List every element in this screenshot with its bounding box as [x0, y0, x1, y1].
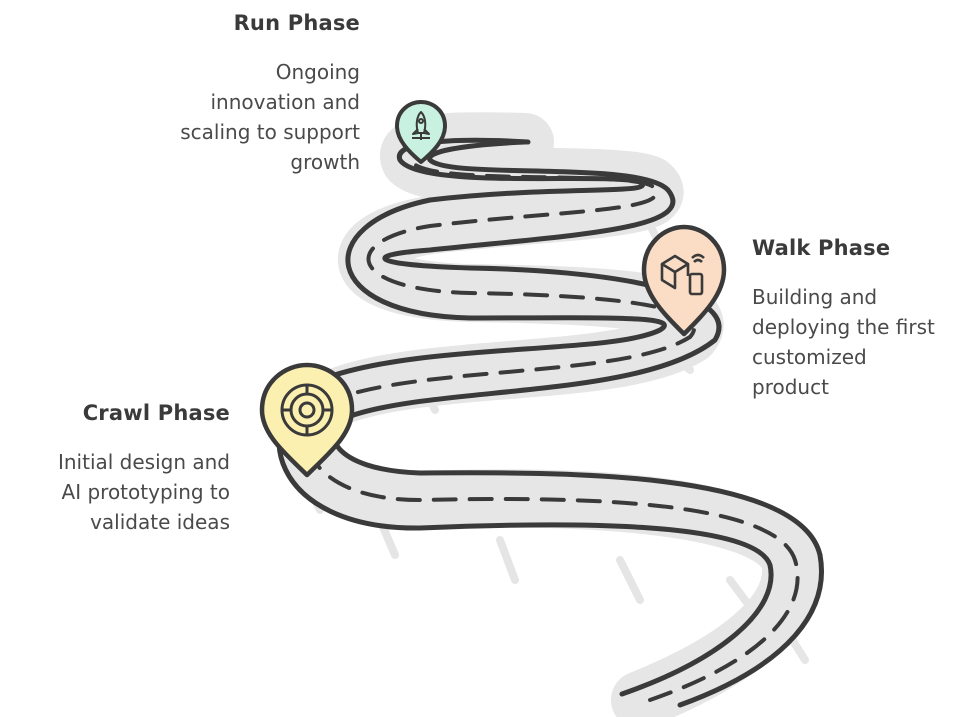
crawl-phase-description: Initial design and AI prototyping to val… — [0, 447, 230, 537]
run-phase-title: Run Phase — [233, 11, 360, 35]
run-desc-line: innovation and — [210, 90, 360, 115]
target-icon — [280, 383, 334, 437]
walk-desc-line: customized — [752, 345, 867, 370]
walk-pin-shape — [641, 224, 727, 337]
run-desc-line: growth — [290, 150, 360, 175]
walk-desc-line: product — [752, 375, 829, 400]
run-phase-description: Ongoing innovation and scaling to suppor… — [100, 57, 360, 177]
road-edge-inner — [330, 139, 824, 708]
run-pin[interactable] — [395, 100, 447, 164]
road-center-dashes — [305, 160, 800, 702]
crawl-phase-title: Crawl Phase — [82, 401, 230, 425]
walk-phase-description: Building and deploying the first customi… — [752, 282, 978, 402]
walk-desc-line: Building and — [752, 285, 878, 310]
crawl-phase-block: Crawl Phase Initial design and AI protot… — [0, 401, 230, 537]
crawl-desc-line: Initial design and — [57, 450, 230, 475]
package-phone-icon — [660, 253, 705, 296]
crawl-pin[interactable] — [259, 362, 355, 478]
run-desc-line: Ongoing — [275, 60, 360, 85]
run-desc-line: scaling to support — [180, 120, 360, 145]
walk-pin[interactable] — [641, 224, 727, 337]
crawl-desc-line: validate ideas — [90, 510, 230, 535]
rocket-icon — [412, 111, 430, 140]
road-surface — [275, 112, 821, 717]
crawl-desc-line: AI prototyping to — [61, 480, 230, 505]
walk-desc-line: deploying the first — [752, 315, 935, 340]
run-phase-block: Run Phase Ongoing innovation and scaling… — [100, 11, 360, 177]
walk-phase-block: Walk Phase Building and deploying the fi… — [752, 236, 978, 402]
walk-phase-title: Walk Phase — [752, 236, 891, 260]
crawl-pin-shape — [259, 362, 355, 478]
